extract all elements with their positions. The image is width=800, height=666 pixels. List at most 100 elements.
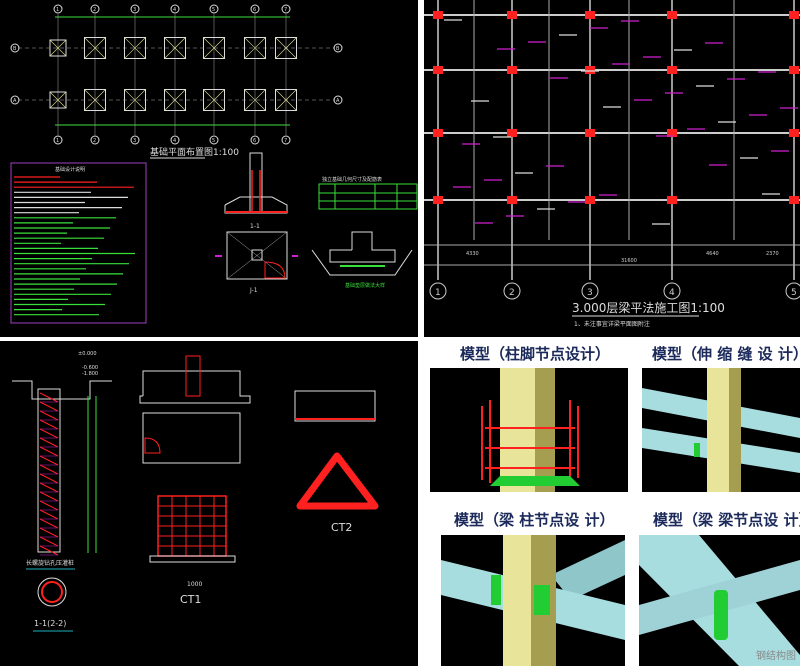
axis-label: 2 — [93, 7, 96, 13]
column-mark — [507, 66, 517, 74]
axis-bubble — [663, 282, 681, 300]
column-mark — [789, 11, 799, 19]
axis-bubble — [281, 135, 291, 145]
axis-label: 3 — [133, 138, 136, 144]
axis-label: 2 — [509, 288, 515, 298]
beam-plan-svg: 1 2 3 4 5 4330 31600 4640 2370 3.000层梁平法施工图1:100… — [424, 0, 800, 328]
column-mark — [433, 196, 443, 204]
axis-label: 6 — [253, 7, 256, 13]
axis-bubble — [503, 282, 521, 300]
axis-label: 5 — [791, 288, 797, 298]
axis-label: A — [13, 98, 17, 104]
beam-plan-title: 3.000层梁平法施工图1:100 — [572, 300, 725, 315]
pile-cap-svg: ±0.000 -0.600 -1.800 长螺旋钻孔压灌桩 1-1(2-2) 1… — [12, 351, 379, 632]
spiral-stirrup — [39, 401, 59, 412]
axis-bubble — [90, 4, 100, 14]
column-mark — [585, 11, 595, 19]
foundation-plan-title: 基础平面布置图1:100 — [150, 146, 239, 158]
footing — [275, 37, 297, 59]
model-beam-column-joint — [441, 535, 625, 666]
axis-bubble — [90, 135, 100, 145]
section-1-1: 1-1 — [224, 152, 288, 230]
axis-bubble — [333, 43, 343, 53]
ct1-label: CT1 — [180, 593, 201, 606]
spiral-stirrup — [39, 410, 59, 421]
svg-text:-0.600: -0.600 — [82, 365, 98, 371]
column-mark — [585, 129, 595, 137]
axis-bubble — [281, 4, 291, 14]
dimension-label: 31600 — [621, 258, 637, 264]
axis-label: 4 — [669, 288, 675, 298]
pile-section-title: 1-1(2-2) — [34, 619, 66, 628]
column-mark — [667, 66, 677, 74]
dimension-label: 4640 — [706, 251, 719, 257]
svg-text:±0.000: ±0.000 — [78, 351, 97, 357]
notes-box — [10, 162, 147, 324]
footing — [275, 89, 297, 111]
model-views: 模型（柱脚节点设计） 模型（伸 缩 缝 设 计） 模型（梁 柱节点设 计） 模型… — [420, 337, 800, 666]
spiral-stirrup — [39, 464, 59, 475]
column-mark — [585, 196, 595, 204]
axis-label: 3 — [587, 288, 593, 298]
footing — [164, 89, 186, 111]
svg-text:J-1: J-1 — [249, 287, 258, 294]
spiral-stirrup — [39, 482, 59, 493]
axis-bubble — [250, 135, 260, 145]
axis-label: 1 — [56, 138, 59, 144]
axis-bubble — [10, 43, 20, 53]
pile-cap-details-drawing: ±0.000 -0.600 -1.800 长螺旋钻孔压灌桩 1-1(2-2) 1… — [0, 341, 418, 666]
svg-text:1000: 1000 — [187, 581, 202, 588]
column-mark — [789, 196, 799, 204]
spiral-stirrup — [39, 527, 59, 538]
spiral-stirrup — [39, 536, 59, 547]
column-mark — [507, 129, 517, 137]
spiral-stirrup — [39, 455, 59, 466]
axis-label: 2 — [93, 138, 96, 144]
footing-plan-j1: J-1 — [215, 231, 298, 294]
watermark: 钢结构图 — [756, 651, 796, 662]
axis-bubble — [581, 282, 599, 300]
spiral-stirrup — [39, 428, 59, 439]
axis-label: 1 — [435, 288, 441, 298]
axis-label: 4 — [173, 138, 176, 144]
footing — [164, 37, 186, 59]
svg-text:-1.800: -1.800 — [82, 371, 98, 377]
pile-shaft — [37, 388, 61, 553]
axis-bubble — [429, 282, 447, 300]
model-title-beam-beam: 模型（梁 梁节点设 计） — [653, 511, 800, 529]
model-title-beam-column: 模型（梁 柱节点设 计） — [454, 511, 615, 529]
column-mark — [585, 66, 595, 74]
axis-label: 7 — [284, 7, 287, 13]
model-title-expansion-joint: 模型（伸 缩 缝 设 计） — [652, 345, 800, 363]
column-mark — [507, 196, 517, 204]
axis-label: 5 — [212, 138, 215, 144]
axis-bubble — [333, 95, 343, 105]
axis-bubble — [170, 4, 180, 14]
spiral-stirrup — [39, 437, 59, 448]
column-mark — [433, 129, 443, 137]
column-mark — [667, 196, 677, 204]
model-column-base — [430, 368, 628, 492]
ct2-triangle — [296, 452, 379, 510]
footing-table: 独立基础几何尺寸及配筋表 — [318, 176, 418, 210]
spiral-stirrup — [39, 419, 59, 430]
axis-label: B — [13, 46, 17, 52]
axis-bubble — [53, 135, 63, 145]
beam-plan-note: 1、未注事宜详梁平面图附注 — [574, 320, 650, 328]
axis-bubble — [209, 135, 219, 145]
axis-label: 3 — [133, 7, 136, 13]
axis-bubble — [53, 4, 63, 14]
axis-label: 5 — [212, 7, 215, 13]
trench-detail: 基础垫层做法大样 — [311, 231, 413, 289]
spiral-stirrup — [39, 392, 59, 403]
dimension-label: 4330 — [466, 251, 479, 257]
beam-plan-drawing: 1 2 3 4 5 4330 31600 4640 2370 3.000层梁平法施工图1:100… — [424, 0, 800, 337]
axis-bubble — [130, 4, 140, 14]
svg-text:1-1: 1-1 — [250, 223, 260, 230]
column-mark — [789, 129, 799, 137]
spiral-stirrup — [39, 509, 59, 520]
spiral-stirrup — [39, 446, 59, 457]
dimension-label: 2370 — [766, 251, 779, 257]
axis-label: 6 — [253, 138, 256, 144]
